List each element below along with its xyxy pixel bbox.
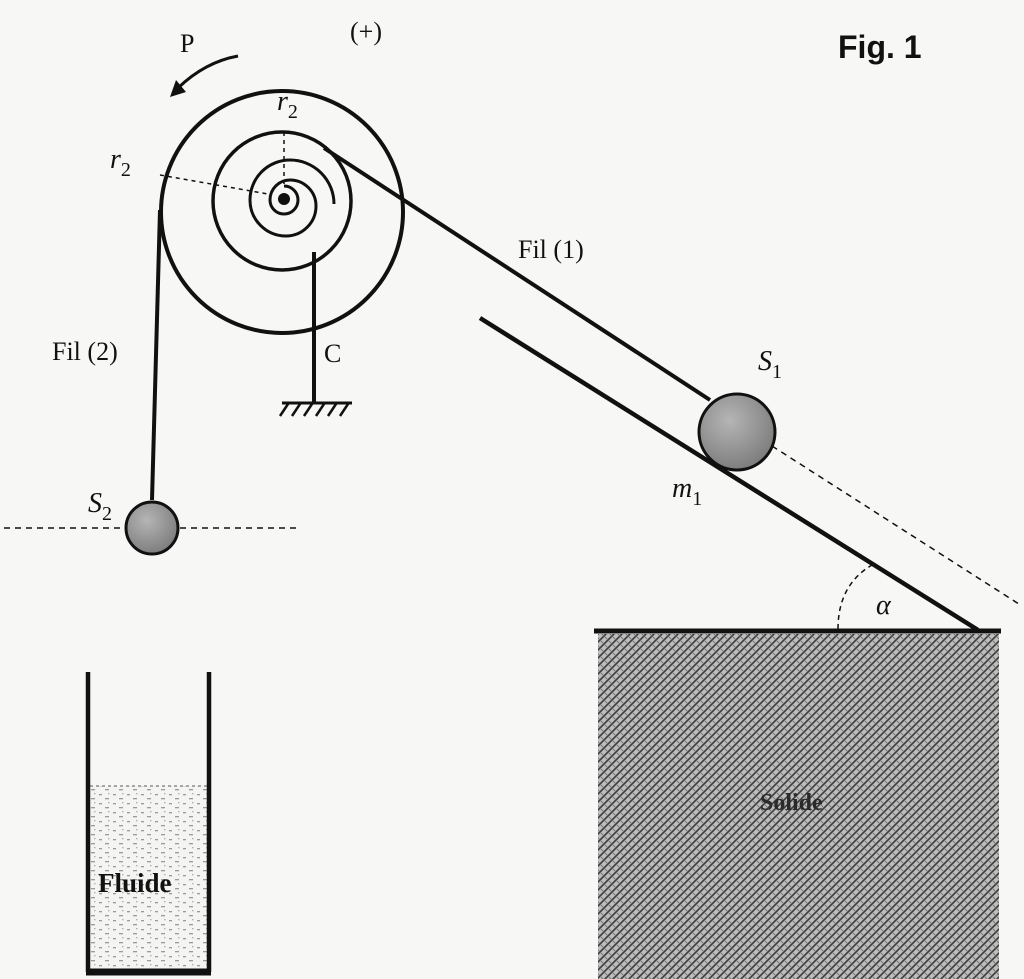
thread-2 (150, 209, 162, 501)
fluid-body (90, 786, 208, 969)
radius-line-outer (159, 174, 269, 195)
incline-extension (771, 445, 1023, 607)
sign-label: (+) (350, 17, 382, 46)
thread-2-label: Fil (2) (52, 337, 118, 366)
rotation-arrow (170, 54, 239, 97)
s1-ball (697, 392, 777, 472)
incline-plane (478, 316, 980, 632)
pulley-axle (278, 193, 290, 205)
solid-block (598, 634, 999, 979)
pulley (159, 89, 405, 335)
alpha-arc (837, 564, 873, 630)
figure-title: Fig. 1 (838, 29, 922, 65)
force-p-label: P (180, 29, 194, 58)
r2-inner-label: r2 (277, 86, 298, 123)
fluid-label: Fluide (98, 868, 172, 898)
spiral-spring (248, 158, 336, 238)
spring-label: C (324, 339, 341, 368)
spring-support (278, 252, 352, 417)
thread-1-label: Fil (1) (518, 235, 584, 264)
s1-label: S1 (758, 346, 782, 383)
r2-outer-label: r2 (110, 144, 131, 181)
m1-label: m1 (672, 473, 702, 510)
s2-ball (124, 500, 180, 556)
s2-label: S2 (88, 488, 112, 525)
thread-1 (322, 146, 712, 402)
solid-label: Solide (760, 790, 823, 816)
pulley-inner-rim (211, 130, 353, 272)
alpha-label: α (876, 590, 892, 621)
pulley-outer-rim (159, 89, 405, 335)
fluid-container (85, 672, 212, 976)
